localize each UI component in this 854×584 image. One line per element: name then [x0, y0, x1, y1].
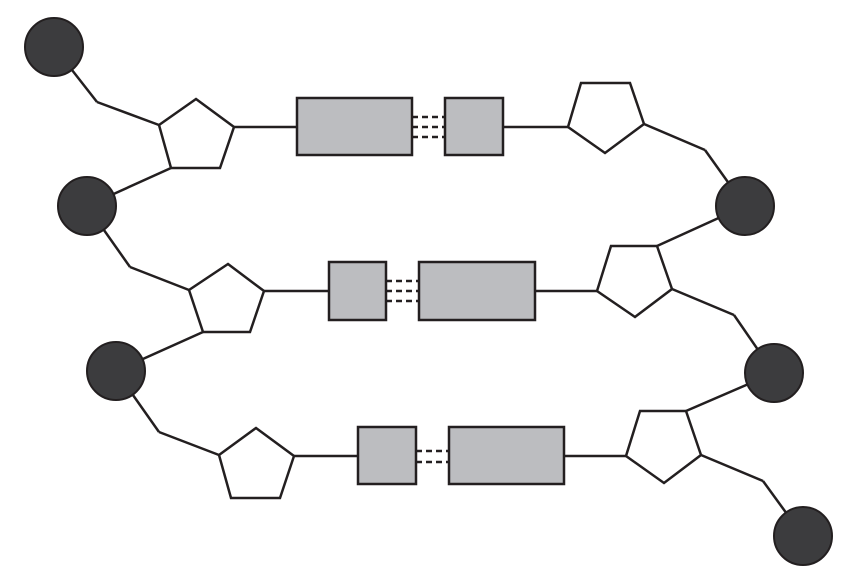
base-rectangle: [417, 260, 537, 322]
hydrogen-bonds: [386, 115, 449, 464]
glycosidic-bonds: [234, 125, 626, 458]
base-rectangle: [443, 96, 505, 157]
base-rectangle: [327, 260, 388, 322]
backbone-bond: [671, 287, 735, 317]
phosphate-circle: [773, 506, 833, 566]
sugar-pentagon: [624, 409, 703, 485]
backbone-bond: [158, 430, 220, 457]
sugar-pentagon: [157, 97, 236, 170]
phosphate-circle: [57, 176, 117, 236]
base-rectangle: [295, 96, 414, 157]
sugar-pentagon: [217, 426, 296, 500]
backbone-bond: [96, 100, 160, 127]
phosphate-circle: [715, 176, 775, 236]
base-rectangle: [356, 425, 418, 486]
phosphate-circle: [744, 343, 804, 403]
backbone-bond: [643, 122, 706, 152]
sugar-pentagon: [187, 262, 266, 334]
phosphate-circle: [86, 341, 146, 401]
sugar-pentagon: [566, 81, 646, 155]
bases: [295, 96, 566, 486]
sugar-pentagon: [595, 244, 674, 319]
backbone-bond: [700, 453, 764, 483]
phosphates: [24, 17, 833, 566]
base-rectangle: [447, 425, 566, 486]
phosphate-circle: [24, 17, 84, 77]
backbone-bond: [129, 265, 190, 292]
sugars: [157, 81, 703, 500]
